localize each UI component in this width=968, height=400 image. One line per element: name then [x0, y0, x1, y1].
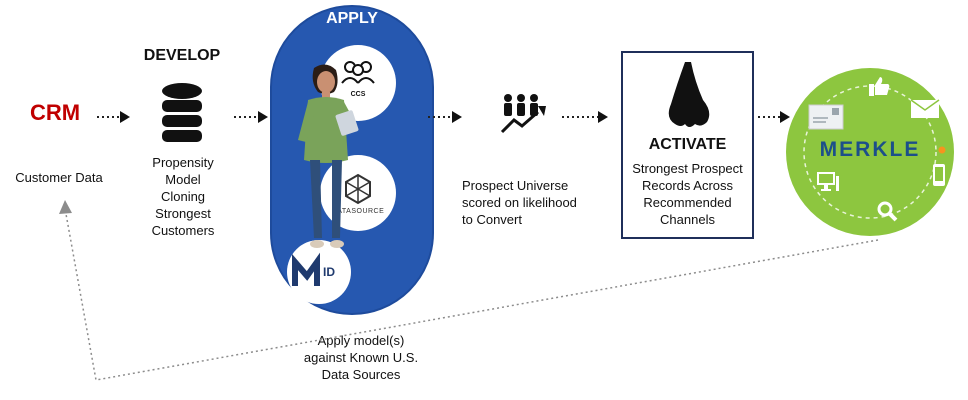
develop-description: Propensity Model Cloning Strongest Custo… [132, 154, 234, 239]
datasource-label: DATASOURCE [331, 208, 385, 215]
activate-line: Channels [660, 212, 715, 227]
apply-description: Apply model(s) against Known U.S. Data S… [296, 332, 426, 383]
mail-card-icon [808, 104, 844, 130]
activate-line: Recommended [643, 195, 732, 210]
develop-line: Strongest [155, 206, 211, 221]
crm-title: CRM [29, 100, 81, 125]
mid-id-label: ID [323, 265, 335, 279]
envelope-icon [910, 99, 940, 118]
apply-description-line: Data Sources [321, 367, 401, 382]
datasource-logo-icon [345, 173, 371, 205]
develop-line: Propensity [152, 155, 214, 170]
develop-line: Customers [151, 223, 215, 238]
growth-people-icon [500, 94, 546, 134]
activate-title: ACTIVATE [648, 136, 727, 153]
ccs-label: CCS [350, 91, 366, 98]
prospect-description: Prospect Universe scored on likelihood t… [462, 177, 602, 228]
develop-line: Model [165, 172, 201, 187]
merkle-logo-text: MERKLE [819, 138, 921, 161]
crm-description: Customer Data [15, 170, 103, 185]
thumbs-up-icon [869, 77, 890, 96]
prospect-line: to Convert [462, 212, 522, 227]
people-group-icon [341, 61, 375, 84]
merkle-accent-dot [938, 146, 946, 154]
activate-line: Strongest Prospect [632, 161, 743, 176]
woman-with-tablet-illustration [298, 64, 359, 248]
develop-title: DEVELOP [143, 47, 221, 64]
mobile-icon [933, 164, 945, 186]
m-logo-icon [292, 252, 320, 286]
activate-line: Records Across [641, 178, 734, 193]
database-icon [162, 83, 202, 142]
activate-description: Strongest Prospect Records Across Recomm… [624, 160, 751, 228]
prospect-line: scored on likelihood [462, 195, 577, 210]
prospect-line: Prospect Universe [462, 178, 569, 193]
search-icon [877, 201, 898, 222]
apply-description-line: Apply model(s) [317, 333, 405, 348]
apply-title: APPLY [326, 10, 378, 27]
merkle-channel-ring [803, 85, 937, 219]
apply-description-line: against Known U.S. [303, 350, 419, 365]
nose-icon [668, 62, 710, 127]
computer-icon [817, 172, 839, 191]
mid-logo: ID [291, 252, 349, 288]
develop-line: Cloning [160, 189, 206, 204]
